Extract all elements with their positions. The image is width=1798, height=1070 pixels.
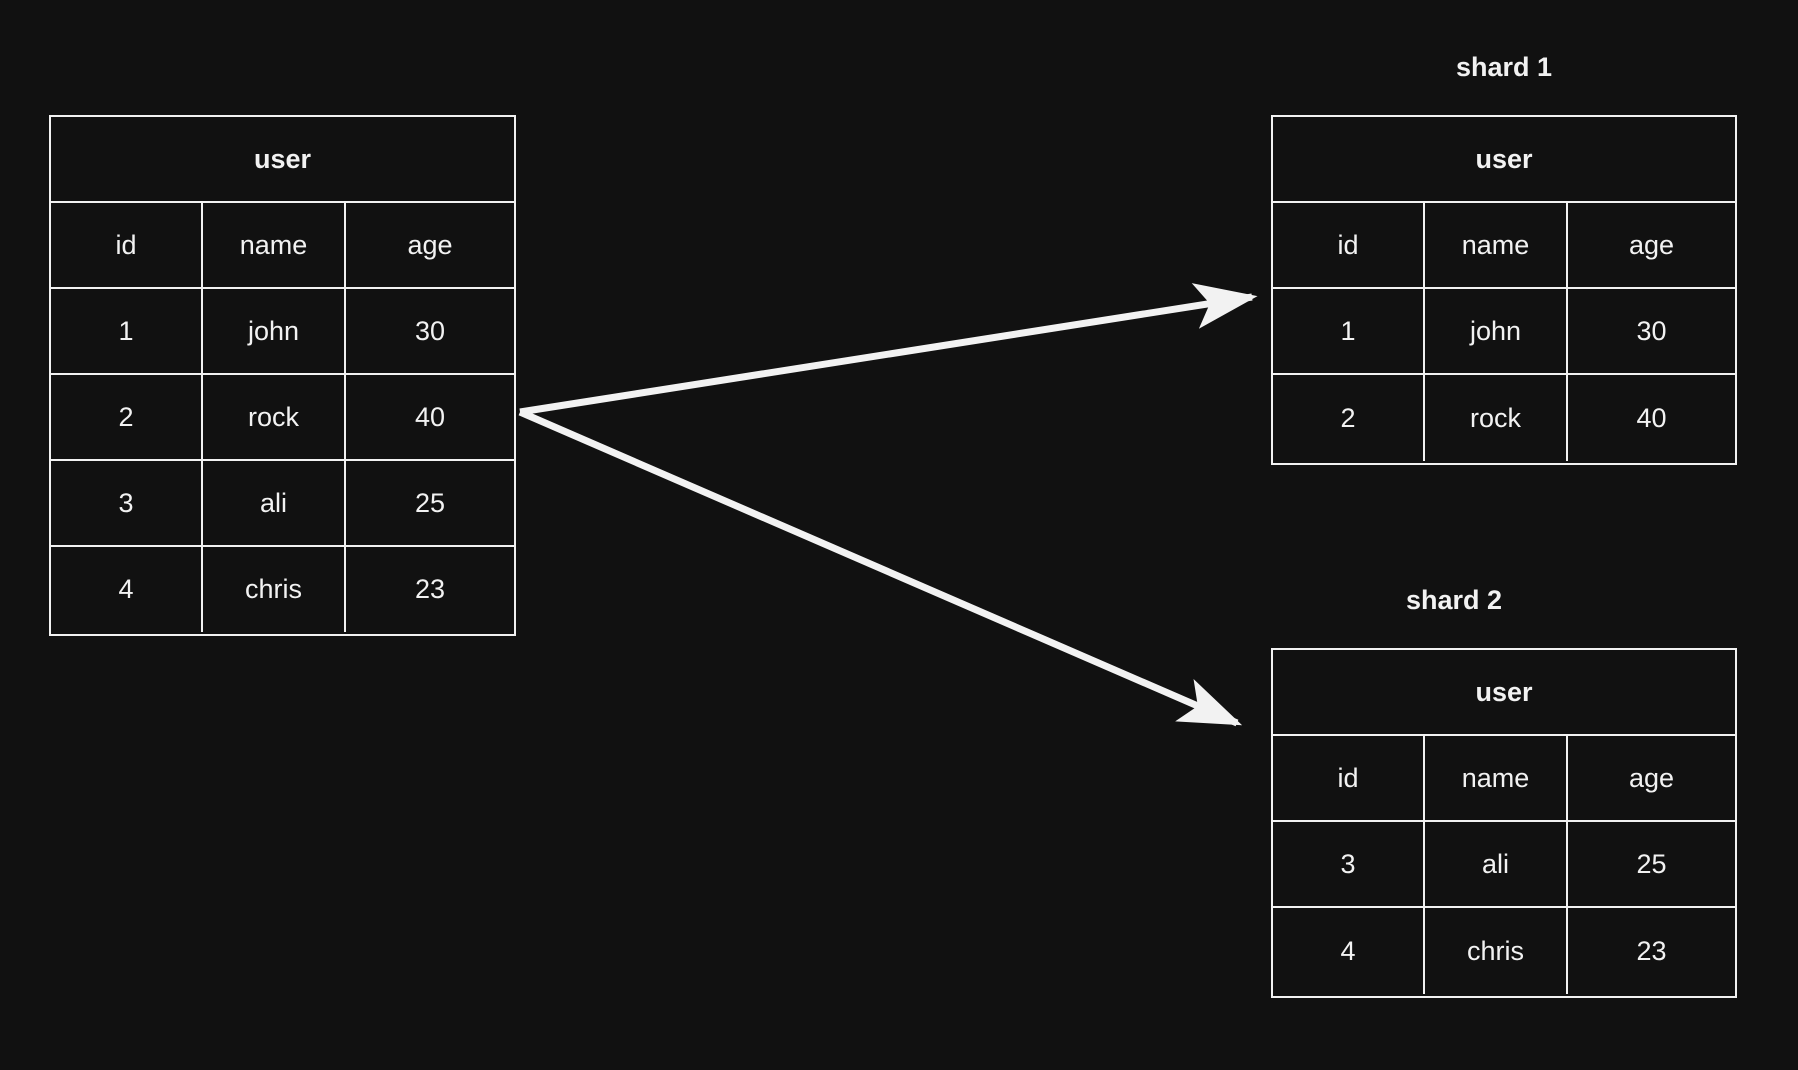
source-table: user id name age 1 john 30 2 rock 40 3 a…	[49, 115, 516, 636]
shard-2-label: shard 2	[1405, 585, 1503, 615]
cell-name: chris	[1425, 908, 1568, 994]
cell-name: john	[1425, 289, 1568, 373]
cell-id: 1	[1273, 289, 1425, 373]
source-table-header-row: id name age	[51, 203, 514, 289]
shard-1-table: user id name age 1 john 30 2 rock 40	[1271, 115, 1737, 465]
column-header-id: id	[1273, 736, 1425, 820]
cell-age: 25	[414, 487, 446, 518]
table-row: 1 john 30	[51, 289, 514, 375]
shard-1-table-title: user	[1273, 117, 1735, 203]
cell-age: 30	[1636, 315, 1667, 346]
column-header-name: name	[1425, 736, 1568, 820]
table-row: 3 ali 25	[51, 461, 514, 547]
shard-1-header-row: id name age	[1273, 203, 1735, 289]
column-header-age: age	[407, 229, 453, 260]
column-header-id: id	[1273, 203, 1425, 287]
cell-id: 4	[51, 547, 203, 632]
cell-id: 3	[1273, 822, 1425, 906]
column-header-age: age	[1628, 762, 1675, 793]
column-header-name: name	[1425, 203, 1568, 287]
cell-id: 3	[51, 461, 203, 545]
cell-name: chris	[203, 547, 346, 632]
source-table-title: user	[51, 117, 514, 203]
cell-id: 1	[51, 289, 203, 373]
table-row: 2 rock 40	[51, 375, 514, 461]
shard-2-table-title: user	[1273, 650, 1735, 736]
cell-age: 23	[1636, 935, 1667, 966]
shard-1-label: shard 1	[1455, 52, 1553, 82]
table-row: 4 chris 23	[51, 547, 514, 632]
cell-id: 2	[1273, 375, 1425, 461]
cell-id: 4	[1273, 908, 1425, 994]
table-row: 2 rock 40	[1273, 375, 1735, 461]
shard-2-table: user id name age 3 ali 25 4 chris 23	[1271, 648, 1737, 998]
column-header-name: name	[203, 203, 346, 287]
table-row: 3 ali 25	[1273, 822, 1735, 908]
table-row: 4 chris 23	[1273, 908, 1735, 994]
cell-age: 40	[414, 401, 446, 432]
shard-2-header-row: id name age	[1273, 736, 1735, 822]
table-row: 1 john 30	[1273, 289, 1735, 375]
cell-age: 40	[1636, 402, 1667, 433]
column-header-age: age	[1628, 229, 1675, 260]
cell-name: john	[203, 289, 346, 373]
cell-age: 23	[414, 574, 446, 604]
arrow-to-shard-2	[518, 408, 1243, 727]
cell-age: 25	[1636, 848, 1667, 879]
cell-age: 30	[414, 315, 446, 346]
cell-name: rock	[203, 375, 346, 459]
cell-name: rock	[1425, 375, 1568, 461]
cell-id: 2	[51, 375, 203, 459]
arrow-to-shard-1	[519, 283, 1258, 416]
column-header-id: id	[51, 203, 203, 287]
cell-name: ali	[203, 461, 346, 545]
cell-name: ali	[1425, 822, 1568, 906]
